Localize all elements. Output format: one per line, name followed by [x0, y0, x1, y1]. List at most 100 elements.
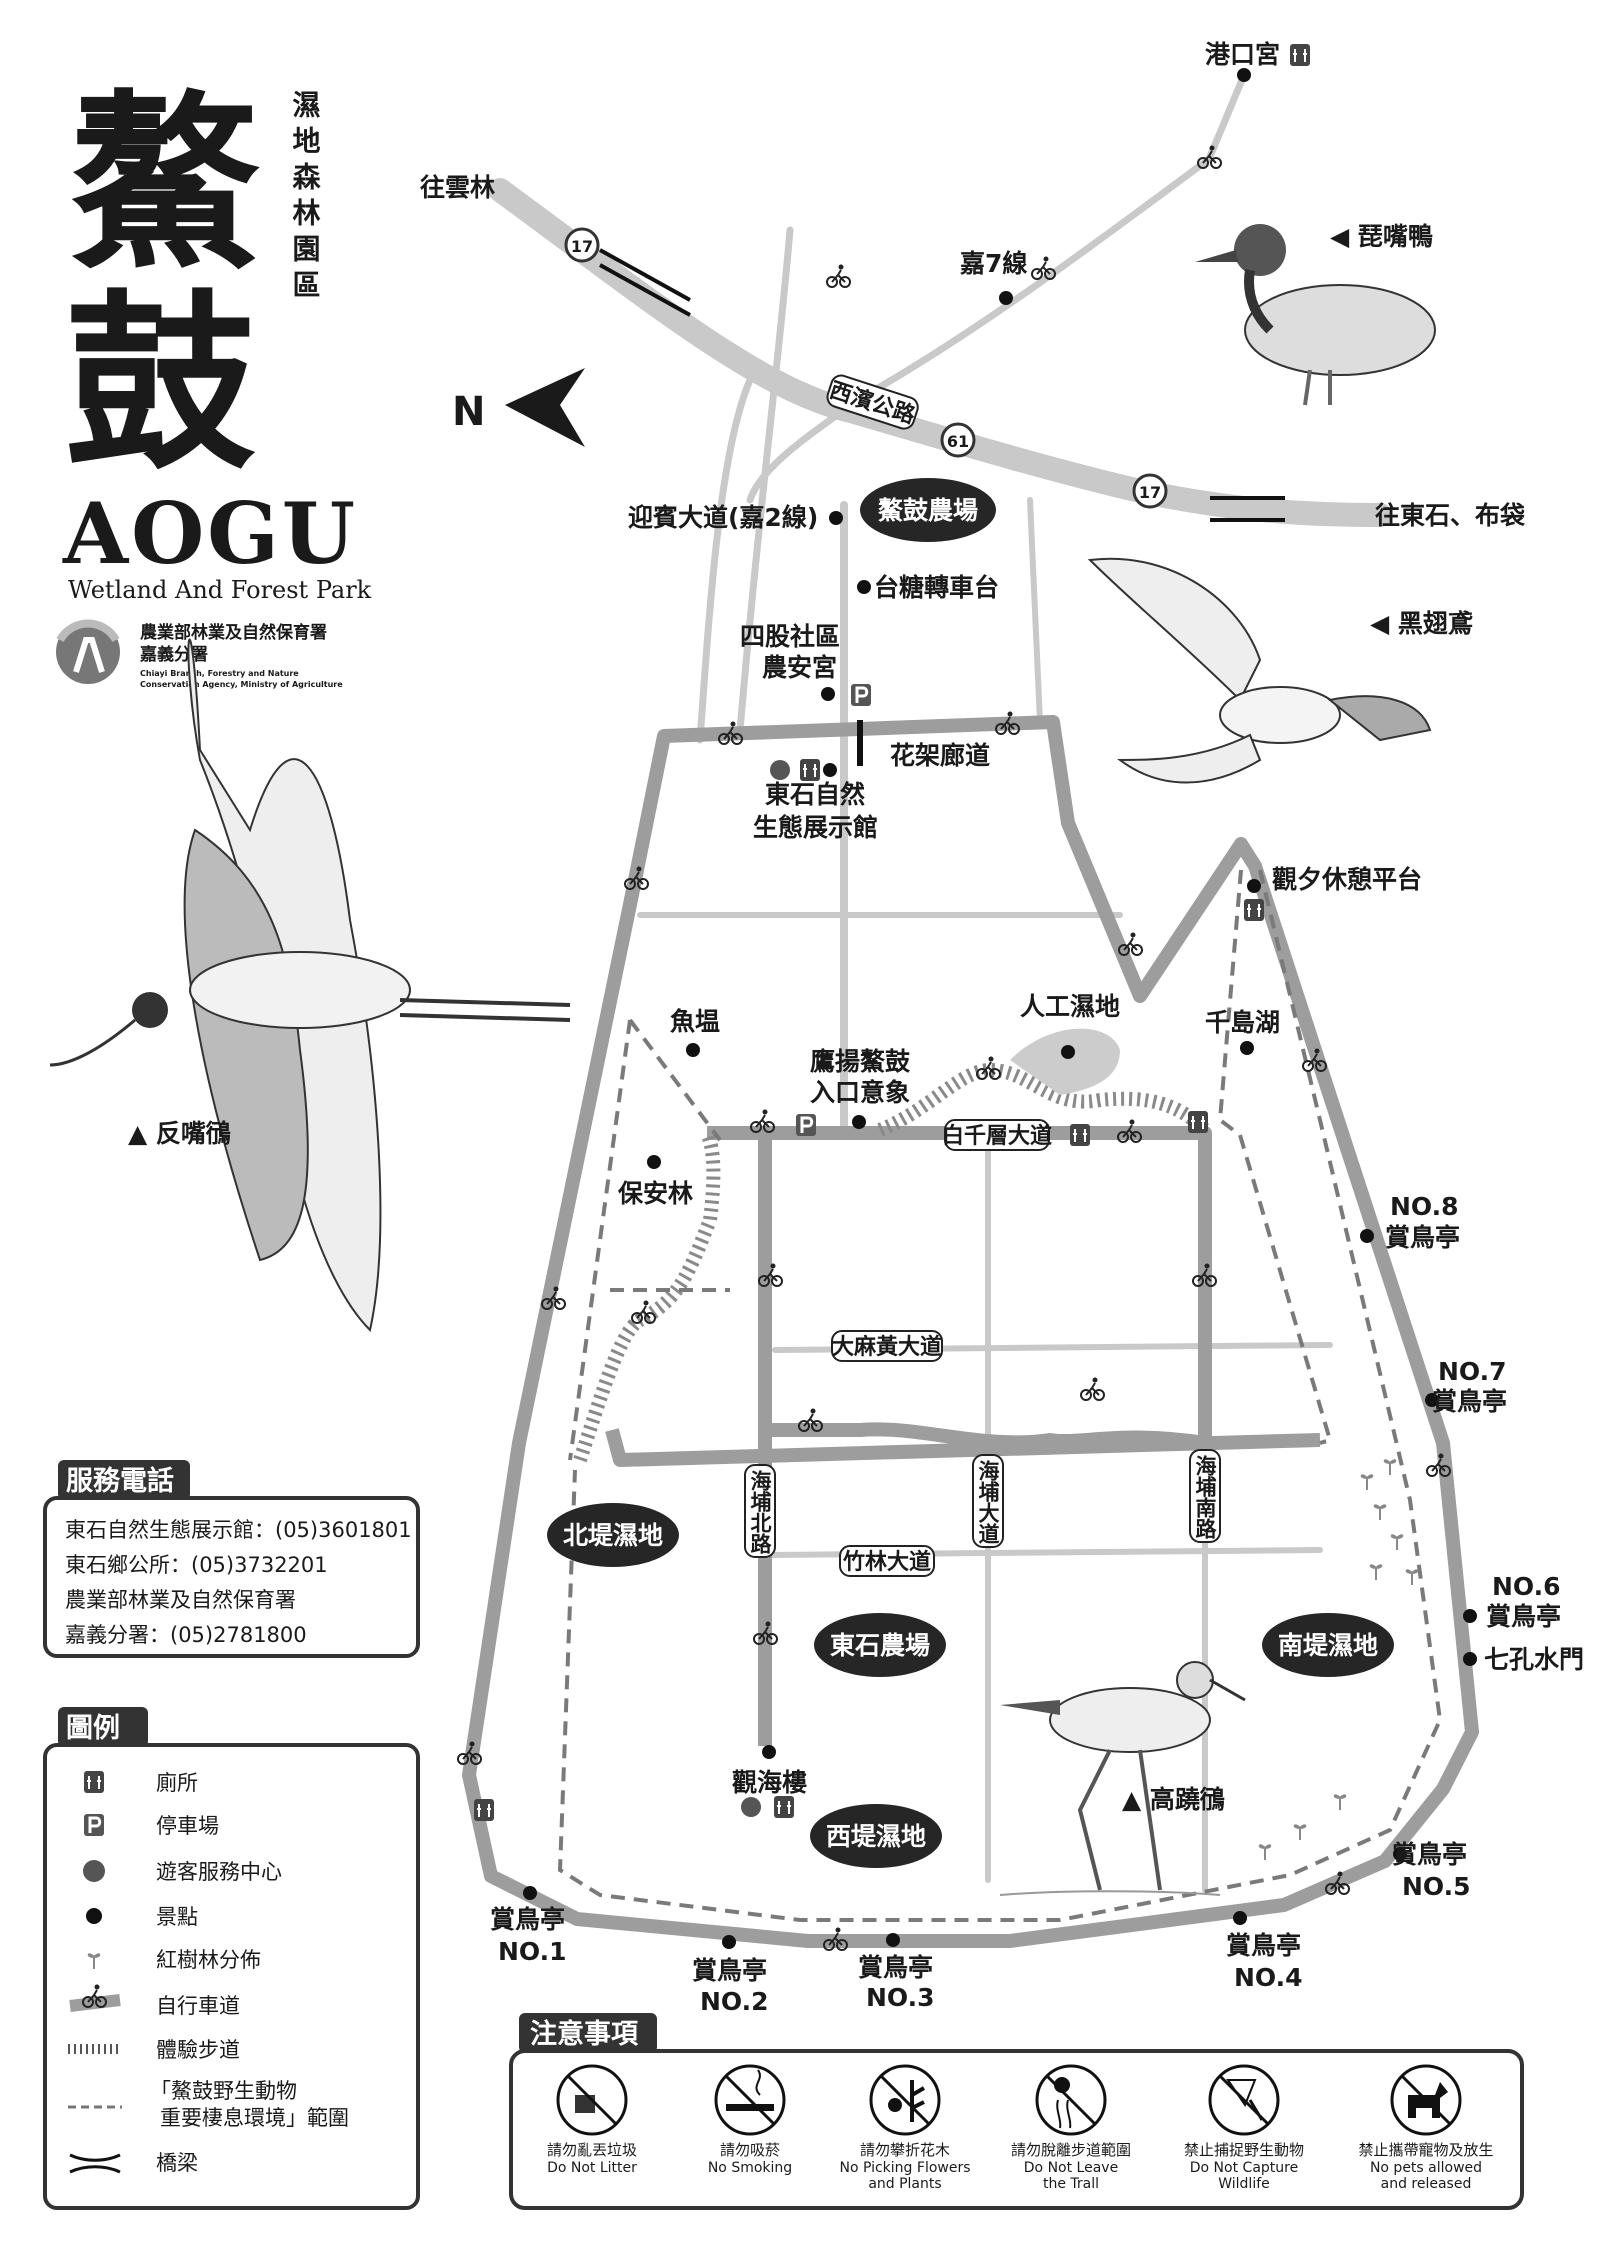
service-phone-panel: 服務電話 東石自然生態展示館：(05)3601801 東石鄉公所：(05)373… — [43, 1460, 420, 1658]
aogu-farm-area: 鰲鼓農場 — [860, 478, 996, 542]
label-kite: ◀ 黑翅鳶 — [1370, 609, 1473, 638]
svg-text:大麻黃大道: 大麻黃大道 — [832, 1334, 942, 1360]
bike-lane-icon — [69, 1994, 121, 2012]
label-no1: NO.1 — [498, 1937, 567, 1966]
title-char-1: 鰲 — [70, 72, 260, 295]
label-welcome-ave: 迎賓大道(嘉2線) — [628, 503, 818, 532]
svg-text:東石農場: 東石農場 — [830, 1631, 930, 1660]
notice-label: 請勿吸菸 — [720, 2141, 780, 2159]
svg-text:海埔大道: 海埔大道 — [976, 1459, 1000, 1544]
legend-label: 重要棲息環境」範圍 — [160, 2106, 349, 2130]
dama-ave-label: 大麻黃大道 — [831, 1330, 943, 1362]
label-hide-7: 賞鳥亭 — [1432, 1387, 1507, 1416]
legend-label: 體驗步道 — [156, 2038, 240, 2062]
label-seven-gate: 七孔水門 — [1484, 1645, 1584, 1674]
notice-label-en: Do Not Litter — [547, 2160, 637, 2176]
notice-label-en: and Plants — [868, 2176, 941, 2192]
stilt-illustration — [999, 1661, 1246, 1896]
svg-text:北堤濕地: 北堤濕地 — [563, 1521, 663, 1550]
kite-illustration — [1087, 557, 1432, 784]
label-hide-1: 賞鳥亭 — [490, 1905, 565, 1934]
label-shoveler: ◀ 琵嘴鴨 — [1330, 222, 1433, 251]
svg-text:白千層大道: 白千層大道 — [942, 1123, 1052, 1149]
north-arrow-icon — [505, 368, 585, 447]
notice-label-en: Do Not Leave — [1024, 2160, 1118, 2176]
notice-label: 請勿脫離步道範圍 — [1011, 2141, 1131, 2159]
route-61-shield: 61 — [940, 422, 976, 458]
notice-label-en: Do Not Capture — [1190, 2160, 1298, 2176]
title-char-2: 鼓 — [65, 272, 256, 495]
external-roads — [488, 71, 1392, 1893]
phone-line: 東石自然生態展示館：(05)3601801 — [65, 1518, 412, 1542]
avocet-illustration — [49, 638, 571, 1332]
label-chia7: 嘉7線 — [960, 249, 1027, 278]
notice-label-en: No Smoking — [708, 2160, 792, 2176]
label-no6: NO.6 — [1492, 1572, 1561, 1601]
label-no4: NO.4 — [1234, 1963, 1303, 1992]
bridge-icon — [1210, 496, 1285, 522]
route-17-shield: 17 — [564, 227, 600, 263]
map-labels: 港口宮 嘉7線 往雲林 往東石、布袋 迎賓大道(嘉2線) 台糖轉車台 四股社區 … — [420, 40, 1584, 2016]
label-no5: NO.5 — [1402, 1872, 1471, 1901]
svg-text:竹林大道: 竹林大道 — [842, 1549, 931, 1575]
agency-logo — [56, 619, 120, 684]
legend-title: 圖例 — [66, 1713, 120, 1744]
attraction-dots — [523, 68, 1477, 1949]
label-sigu-2: 農安宮 — [762, 653, 837, 682]
notice-label: 禁止捕捉野生動物 — [1184, 2141, 1304, 2159]
south-dike-path — [605, 1428, 1321, 1467]
label-stilt: ▲ 高蹺鴴 — [1122, 1785, 1225, 1814]
legend-label: 橋梁 — [156, 2151, 198, 2175]
legend-label: 「鰲鼓野生動物 — [150, 2079, 297, 2103]
label-to-yunlin: 往雲林 — [420, 173, 495, 202]
label-sugar-turntable: 台糖轉車台 — [874, 573, 999, 602]
label-hide-6: 賞鳥亭 — [1486, 1602, 1561, 1631]
agency-name-zh-2: 嘉義分署 — [139, 644, 208, 665]
svg-text:南堤濕地: 南堤濕地 — [1278, 1631, 1378, 1660]
label-thousand-island-lake: 千島湖 — [1205, 1008, 1280, 1037]
bamboo-ave-label: 竹林大道 — [839, 1545, 935, 1577]
label-gangkou-temple: 港口宮 — [1205, 40, 1280, 69]
no-capture-wildlife-icon — [1208, 2064, 1280, 2136]
notice-label-en: Wildlife — [1218, 2176, 1270, 2192]
parking-icon — [82, 1812, 106, 1838]
north-label: N — [452, 389, 485, 435]
south-wetland-area: 南堤濕地 — [1262, 1613, 1394, 1677]
label-sunset-platform: 觀夕休憩平台 — [1272, 865, 1422, 894]
toilet-icon — [83, 1770, 105, 1794]
agency-name-zh-1: 農業部林業及自然保育署 — [140, 622, 327, 643]
svg-text:61: 61 — [947, 432, 969, 451]
haipu-north-rd-label: 海埔北路 — [744, 1464, 776, 1558]
label-sea-tower: 觀海樓 — [732, 1768, 807, 1797]
legend-label: 紅樹林分佈 — [156, 1948, 261, 1972]
svg-text:海埔南路: 海埔南路 — [1193, 1454, 1217, 1540]
svg-text:17: 17 — [571, 237, 593, 256]
notice-label-en: No Picking Flowers — [839, 2160, 970, 2176]
west-wetland-area: 西堤濕地 — [810, 1804, 942, 1868]
north-wetland-area: 北堤濕地 — [547, 1503, 679, 1567]
notice-label: 請勿亂丟垃圾 — [547, 2141, 637, 2159]
label-eco-hall-2: 生態展示館 — [753, 813, 878, 842]
label-hide-2: 賞鳥亭 — [692, 1956, 767, 1985]
agency-name-en-2: Conservation Agency, Ministry of Agricul… — [140, 680, 343, 689]
baiqianceng-ave-label: 白千層大道 — [942, 1119, 1052, 1151]
svg-text:西堤濕地: 西堤濕地 — [826, 1822, 926, 1851]
phone-line: 農業部林業及自然保育署 — [65, 1588, 296, 1612]
legend-label: 遊客服務中心 — [156, 1860, 282, 1884]
haipu-ave-label: 海埔大道 — [972, 1454, 1004, 1548]
shoveler-illustration — [1195, 224, 1436, 406]
label-no8: NO.8 — [1390, 1192, 1459, 1221]
legend-label: 廁所 — [156, 1771, 198, 1795]
park-tagline: Wetland And Forest Park — [68, 576, 372, 604]
bridge-icon — [599, 248, 691, 317]
park-name-en: AOGU — [62, 484, 355, 583]
label-eco-hall-1: 東石自然 — [765, 780, 865, 809]
label-hide-8: 賞鳥亭 — [1385, 1223, 1460, 1252]
label-fish-pond: 魚塭 — [670, 1007, 720, 1036]
experience-trail — [877, 1062, 1210, 1137]
legend-label: 停車場 — [156, 1814, 219, 1838]
outer-bike-loop — [462, 715, 1479, 1948]
label-entrance-1: 鷹揚鰲鼓 — [810, 1047, 911, 1076]
